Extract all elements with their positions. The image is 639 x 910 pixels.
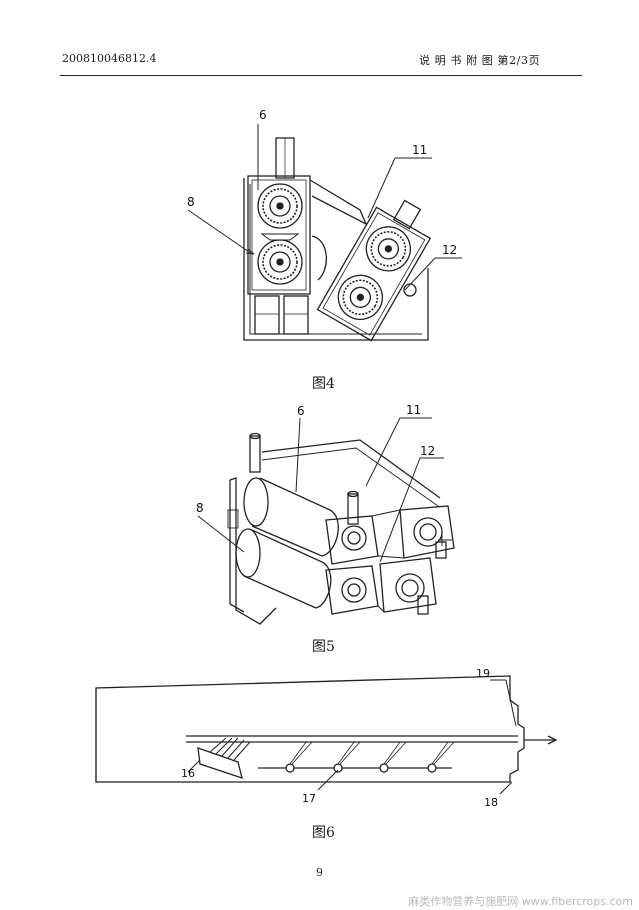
header-divider	[60, 75, 582, 76]
figure-6-drawing	[95, 675, 558, 795]
cylinder-lower	[235, 528, 332, 609]
fig5-label-12: 12	[420, 444, 435, 458]
fig4-label-6: 6	[259, 108, 267, 122]
fig6-label-16: 16	[181, 767, 195, 780]
figure-6-caption: 图6	[312, 825, 335, 841]
patent-number: 200810046812.4	[62, 52, 157, 65]
cylinder-upper	[243, 477, 339, 557]
figure-4-caption: 图4	[312, 376, 335, 392]
fig6-label-18: 18	[484, 796, 498, 809]
header-section-title: 说 明 书 附 图 第2/3页	[419, 54, 541, 67]
roller-tilted-lower	[337, 274, 384, 320]
figure-5-caption: 图5	[312, 639, 335, 655]
figure-4-drawing	[187, 124, 462, 342]
watermark: 麻类作物营养与施肥网 www.fibercrops.com	[408, 895, 633, 908]
roller-upper	[257, 183, 303, 229]
page-number: 9	[316, 866, 323, 879]
fig5-label-8: 8	[196, 501, 204, 515]
fig6-label-19: 19	[476, 667, 490, 680]
fig5-label-6: 6	[297, 404, 305, 418]
fig4-label-8: 8	[187, 195, 195, 209]
fig4-label-12: 12	[442, 243, 457, 257]
figure-5-drawing	[197, 417, 455, 625]
fig6-label-17: 17	[302, 792, 316, 805]
fig5-label-11: 11	[406, 403, 421, 417]
roller-tilted-upper	[365, 226, 412, 272]
fig4-label-11: 11	[412, 143, 427, 157]
roller-lower	[257, 239, 303, 285]
